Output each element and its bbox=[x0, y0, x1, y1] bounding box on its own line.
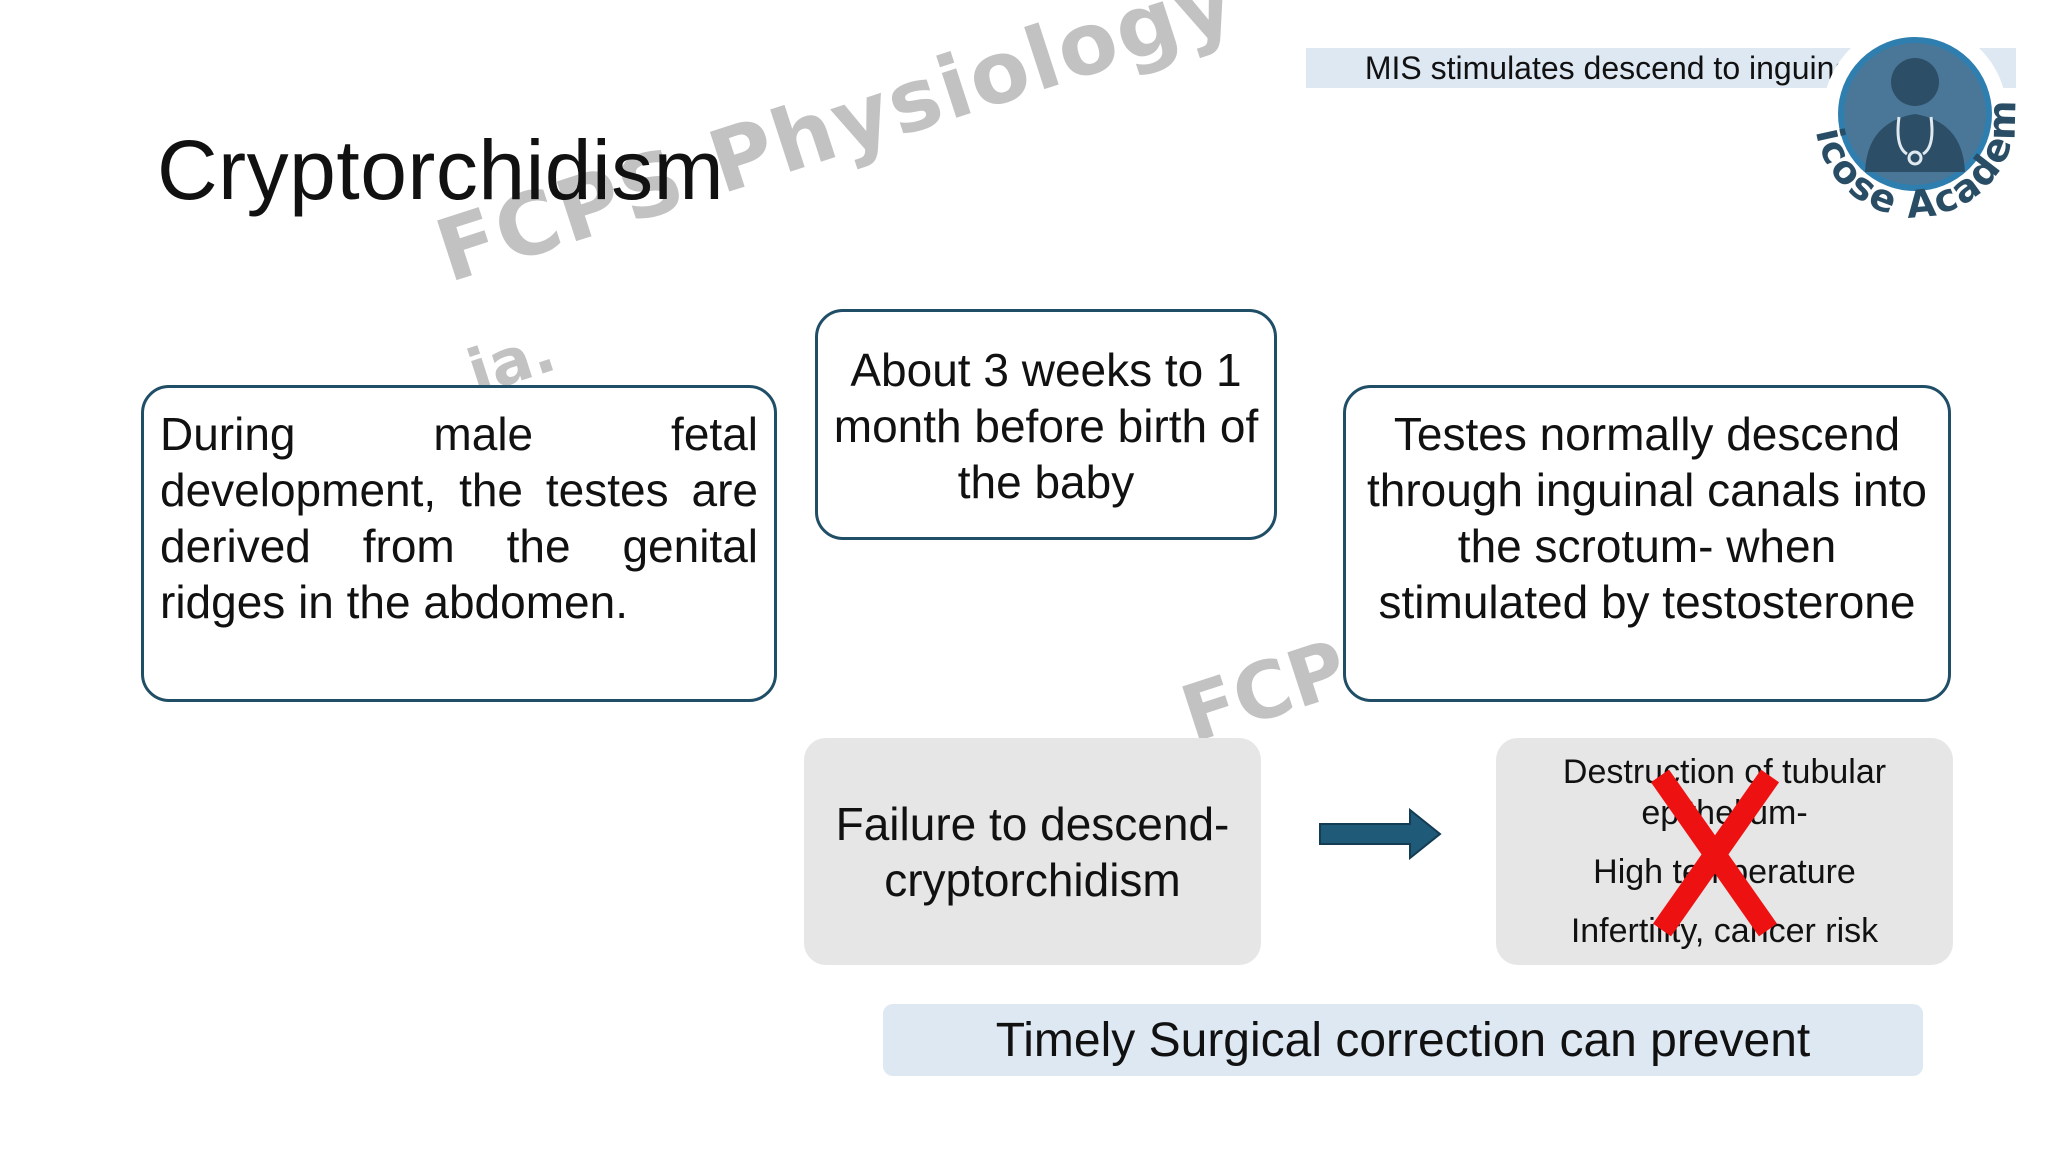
timing-box: About 3 weeks to 1 month before birth of… bbox=[815, 309, 1277, 540]
failure-box: Failure to descend- cryptorchidism bbox=[804, 738, 1261, 965]
descent-box: Testes normally descend through inguinal… bbox=[1343, 385, 1951, 702]
academy-logo: Medicose Academics bbox=[1795, 22, 2022, 227]
slide-title: Cryptorchidism bbox=[157, 123, 725, 217]
doctor-stethoscope-icon bbox=[1865, 58, 1965, 172]
failure-text: Failure to descend- cryptorchidism bbox=[835, 797, 1230, 906]
red-cross-icon bbox=[1650, 769, 1780, 937]
bottom-banner-text: Timely Surgical correction can prevent bbox=[995, 1013, 1811, 1067]
right-arrow-icon bbox=[1319, 808, 1442, 860]
effect-infertility-cancer: Infertility, cancer risk bbox=[1570, 911, 1879, 950]
fetal-development-box: During male fetal development, the teste… bbox=[141, 385, 777, 702]
bottom-banner: Timely Surgical correction can prevent bbox=[883, 1004, 1923, 1076]
